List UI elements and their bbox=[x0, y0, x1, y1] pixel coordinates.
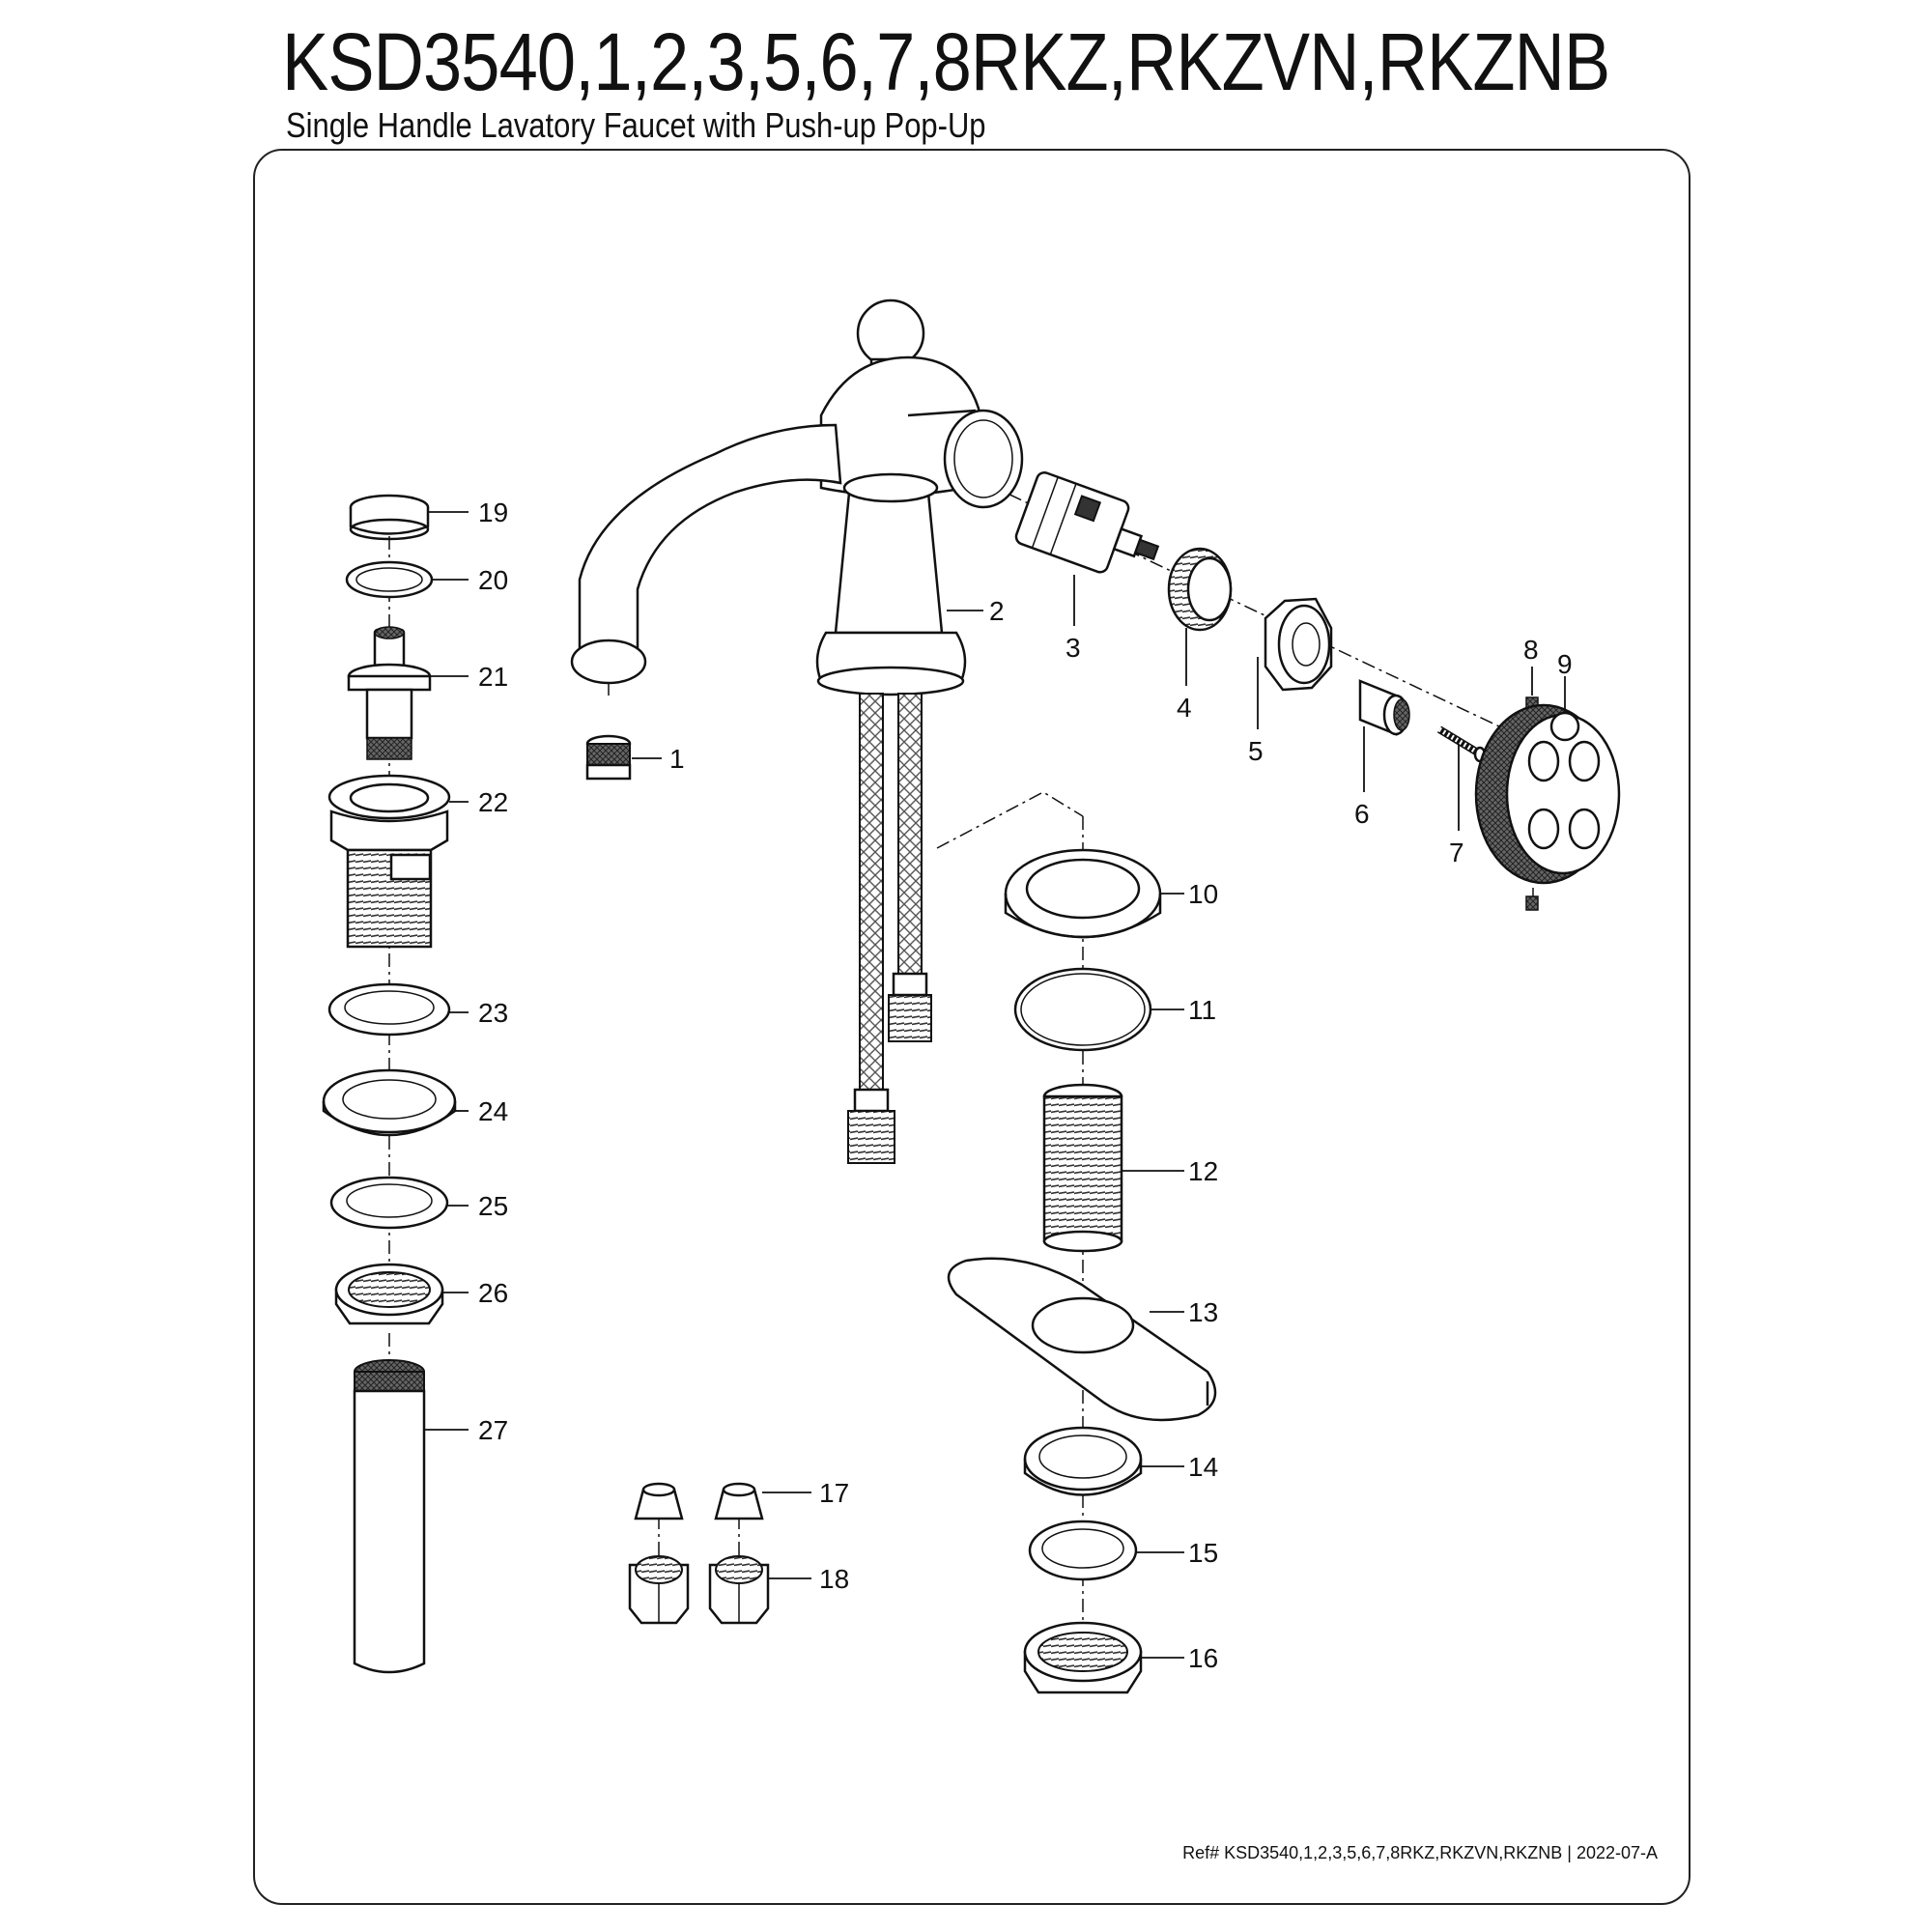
diagram-subtitle: Single Handle Lavatory Faucet with Push-… bbox=[286, 105, 986, 145]
callout-24: 24 bbox=[478, 1096, 508, 1126]
pop-up-mechanism bbox=[347, 626, 432, 760]
callout-3: 3 bbox=[1065, 633, 1081, 663]
handle-screw bbox=[1436, 725, 1487, 763]
faucet-body bbox=[570, 298, 1024, 696]
wheel-handle bbox=[1474, 703, 1621, 885]
cartridge bbox=[1014, 471, 1160, 574]
drain-washer-23 bbox=[327, 982, 451, 1037]
callout-17: 17 bbox=[819, 1478, 849, 1508]
callout-13: 13 bbox=[1188, 1297, 1218, 1327]
reference-footer: Ref# KSD3540,1,2,3,5,6,7,8RKZ,RKZVN,RKZN… bbox=[1182, 1843, 1658, 1862]
callout-19: 19 bbox=[478, 497, 508, 527]
callout-4: 4 bbox=[1177, 693, 1192, 723]
washer-15 bbox=[1028, 1520, 1138, 1581]
callout-1: 1 bbox=[669, 744, 685, 774]
callout-7: 7 bbox=[1449, 838, 1464, 867]
callout-25: 25 bbox=[478, 1191, 508, 1221]
callout-8: 8 bbox=[1523, 635, 1539, 665]
drain-washer-25 bbox=[329, 1176, 449, 1230]
handle-adapter bbox=[1358, 679, 1410, 736]
callout-20: 20 bbox=[478, 565, 508, 595]
mounting-nut bbox=[1023, 1621, 1143, 1694]
callout-labels: 1 2 3 4 5 6 7 8 9 10 11 12 13 14 15 16 1… bbox=[478, 497, 1573, 1673]
drain-seal-ring bbox=[345, 560, 434, 599]
compression-nuts bbox=[628, 1555, 770, 1625]
diagram-title: KSD3540,1,2,3,5,6,7,8RKZ,RKZVN,RKZNB bbox=[282, 16, 1610, 107]
drain-body bbox=[327, 774, 451, 949]
o-ring-gasket bbox=[1013, 967, 1152, 1052]
diagram-frame bbox=[253, 149, 1690, 1905]
drain-cap bbox=[349, 494, 430, 541]
threaded-shank bbox=[1042, 1083, 1123, 1253]
callout-18: 18 bbox=[819, 1564, 849, 1594]
callout-10: 10 bbox=[1188, 879, 1218, 909]
callout-23: 23 bbox=[478, 998, 508, 1028]
callout-5: 5 bbox=[1248, 736, 1264, 766]
mounting-ring bbox=[1004, 848, 1162, 939]
callout-26: 26 bbox=[478, 1278, 508, 1308]
supply-hoses bbox=[847, 693, 932, 1164]
callout-2: 2 bbox=[989, 596, 1005, 626]
callout-6: 6 bbox=[1354, 799, 1370, 829]
callout-22: 22 bbox=[478, 787, 508, 817]
callout-9: 9 bbox=[1557, 649, 1573, 679]
drain-flange-24 bbox=[322, 1068, 457, 1137]
deck-plate bbox=[947, 1257, 1217, 1422]
callout-27: 27 bbox=[478, 1415, 508, 1445]
bonnet-nut bbox=[1167, 547, 1233, 632]
leader-lines bbox=[424, 511, 1566, 1659]
aerator bbox=[585, 734, 632, 781]
callout-14: 14 bbox=[1188, 1452, 1218, 1482]
callout-11: 11 bbox=[1188, 995, 1216, 1025]
tailpiece-27 bbox=[353, 1359, 426, 1674]
hex-escutcheon bbox=[1264, 597, 1333, 692]
callout-12: 12 bbox=[1188, 1156, 1218, 1186]
drain-nut-26 bbox=[334, 1263, 444, 1325]
callout-15: 15 bbox=[1188, 1538, 1218, 1568]
callout-21: 21 bbox=[478, 662, 508, 692]
compression-sleeves bbox=[634, 1482, 764, 1520]
callout-16: 16 bbox=[1188, 1643, 1218, 1673]
washer-14 bbox=[1023, 1426, 1143, 1496]
